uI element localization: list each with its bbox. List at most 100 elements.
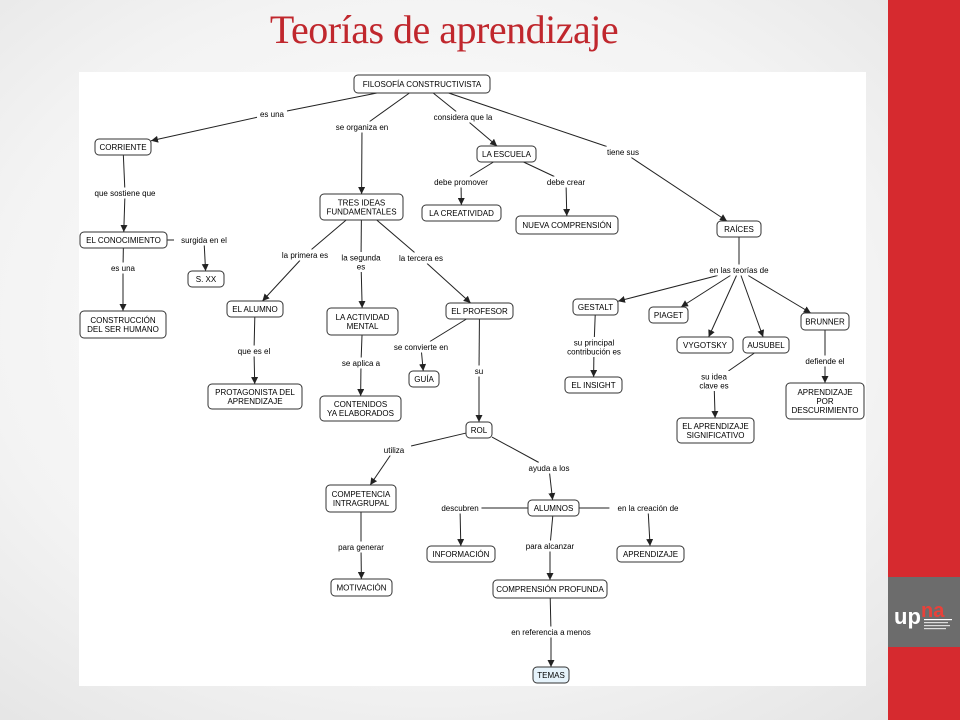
concept-text: COMPETENCIA <box>332 490 391 499</box>
concept-info: INFORMACIÓN <box>426 545 496 563</box>
link-label-l_creacion: en la creación de <box>609 502 687 514</box>
connector-gestalt-l_suprincipal <box>593 314 596 338</box>
connector-corriente-l_sostiene <box>122 154 126 188</box>
connector-l_descubren-info <box>457 513 465 547</box>
concept-text: COMPRENSIÓN PROFUNDA <box>496 585 604 594</box>
concept-text: S. XX <box>196 275 217 284</box>
link-label-l_consid: considera que la <box>426 111 500 123</box>
connector-l_teorias-brunner <box>747 275 812 314</box>
concept-box <box>676 417 755 444</box>
concept-text: ROL <box>471 426 488 435</box>
link-label-background <box>88 187 162 199</box>
concept-text: EL ALUMNO <box>232 305 278 314</box>
concept-text: VYGOTSKY <box>683 341 728 350</box>
concept-conoc: EL CONOCIMIENTO <box>79 231 168 249</box>
connector-l_teorias-piaget <box>680 275 731 308</box>
slide-title: Teorías de aprendizaje <box>269 7 619 52</box>
link-label-text: su principal <box>574 339 615 348</box>
link-label-text: se organiza en <box>336 123 388 132</box>
concept-rol: ROL <box>465 421 493 439</box>
link-label-l_su: su <box>472 365 486 377</box>
connector-l_tiene-raices <box>631 157 728 222</box>
concept-box <box>421 204 502 222</box>
upna-logo-panel: up na <box>888 577 960 647</box>
concept-text: LA ESCUELA <box>482 150 532 159</box>
link-label-background <box>337 252 385 272</box>
connector-alumnos-l_paraalc <box>550 515 554 541</box>
concept-text: EL PROFESOR <box>451 307 508 316</box>
link-label-l_seorg: se organiza en <box>329 121 395 133</box>
link-label-background <box>329 121 395 133</box>
concept-prof: EL PROFESOR <box>445 302 514 320</box>
link-label-text: su idea <box>701 373 727 382</box>
concept-box <box>445 302 514 320</box>
concept-box <box>187 270 225 288</box>
link-label-text: surgida en el <box>181 236 227 245</box>
link-label-text: ayuda a los <box>529 464 570 473</box>
concept-text: GESTALT <box>578 303 613 312</box>
link-label-l_referencia: en referencia a menos <box>503 626 599 638</box>
concept-box <box>800 312 850 331</box>
concept-text: LA CREATIVIDAD <box>429 209 494 218</box>
connector-activ-l_seaplica <box>360 334 363 358</box>
link-label-text: se aplica a <box>342 359 381 368</box>
concept-temas: TEMAS <box>532 666 570 684</box>
link-label-background <box>601 146 645 158</box>
link-label-l_paragen: para generar <box>333 541 389 553</box>
concept-text: INTRAGRUPAL <box>333 499 390 508</box>
link-label-l_quees: que es el <box>232 345 276 357</box>
upna-logo-icon: up na <box>894 600 952 630</box>
link-label-l_utiliza: utiliza <box>376 444 412 456</box>
connector-root-l_consid <box>432 92 457 112</box>
concept-text: APRENDIZAJE <box>797 388 852 397</box>
link-label-text: la primera es <box>282 251 328 260</box>
link-label-background <box>503 626 599 638</box>
connector-l_consid-escuela <box>469 122 498 147</box>
concept-text: PIAGET <box>654 311 683 320</box>
concept-text: SIGNIFICATIVO <box>686 431 744 440</box>
concept-box <box>207 383 303 410</box>
link-labels-layer: es una se organiza en considera que la tien… <box>88 108 851 638</box>
concept-map-area: es una se organiza en considera que la tien… <box>79 72 866 686</box>
connector-comprof-l_referencia <box>549 597 552 627</box>
link-label-l_seconv: se convierte en <box>386 341 456 353</box>
concept-text: POR <box>816 397 834 406</box>
connector-l_seconv-guia <box>419 352 427 372</box>
connector-ausubel-l_suidea <box>728 352 755 372</box>
concept-box <box>742 336 790 354</box>
connector-l_sostiene-conoc <box>120 198 128 233</box>
connector-root-l_tiene <box>448 92 607 147</box>
connector-l_debecrear-nueva <box>563 187 571 217</box>
link-label-text: tiene sus <box>607 148 639 157</box>
connector-l_utiliza-compet <box>369 455 391 486</box>
concept-insight: EL INSIGHT <box>564 376 623 394</box>
concept-box <box>572 298 619 316</box>
concept-text: AUSUBEL <box>747 341 785 350</box>
link-label-background <box>542 176 590 188</box>
link-label-text: utiliza <box>384 446 405 455</box>
concept-alumno: EL ALUMNO <box>226 300 284 318</box>
connector-l_creacion-aprend <box>646 513 654 547</box>
link-label-background <box>431 176 491 188</box>
link-label-l_debecrear: debe crear <box>542 176 590 188</box>
concept-box <box>94 138 152 156</box>
connector-l_suidea-aprsig <box>711 390 719 419</box>
concept-box <box>330 578 393 597</box>
link-label-text: es una <box>260 110 285 119</box>
concept-guia: GUÍA <box>408 370 440 388</box>
link-label-background <box>559 337 629 357</box>
concept-raices: RAÍCES <box>716 220 762 238</box>
concept-box <box>465 421 493 439</box>
concept-text: FUNDAMENTALES <box>326 208 396 217</box>
concept-sxx: S. XX <box>187 270 225 288</box>
link-label-text: en la creación de <box>618 504 679 513</box>
connector-l_teorias-gestalt <box>617 275 718 303</box>
connector-l_ayuda-alumnos <box>548 473 556 501</box>
connector-escuela-l_debecrear <box>523 161 555 177</box>
link-label-text: debe crear <box>547 178 586 187</box>
concept-text: MOTIVACIÓN <box>336 584 386 593</box>
link-label-text: se convierte en <box>394 343 448 352</box>
concept-box <box>319 395 402 422</box>
connector-root-l_esuna <box>286 92 378 112</box>
